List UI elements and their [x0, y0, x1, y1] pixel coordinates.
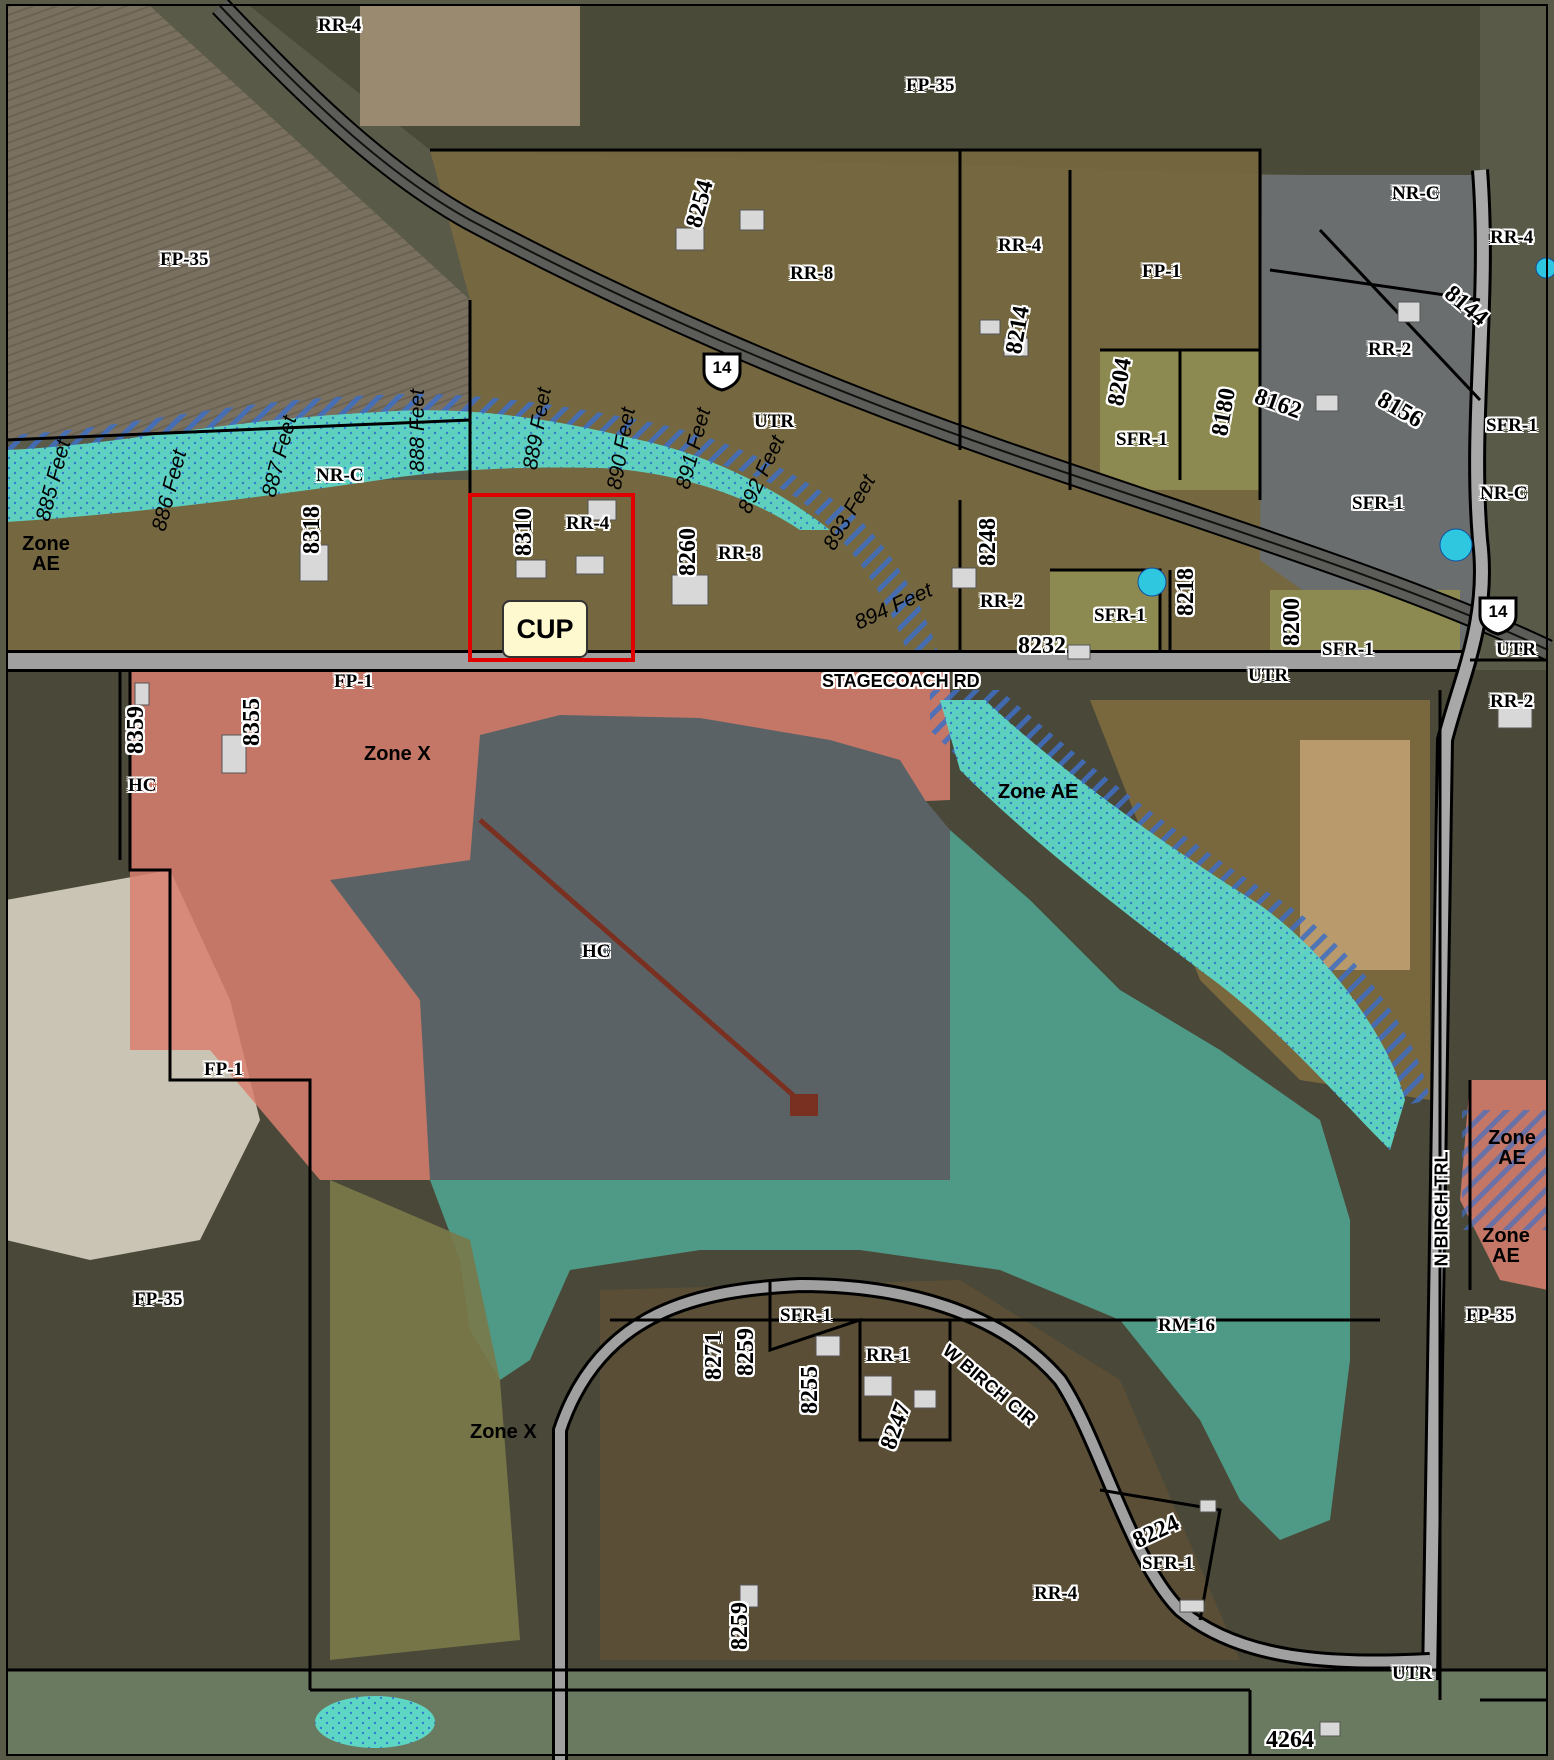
zoning-label: RR-2: [1490, 691, 1534, 712]
woods-south: [600, 1280, 1240, 1660]
dredge: [790, 1094, 818, 1116]
cup-label: CUP: [502, 600, 588, 658]
zoning-label: UTR: [754, 411, 795, 432]
nrc-area-ne: [1260, 175, 1480, 660]
zoning-label: RR-4: [1490, 227, 1534, 248]
field-south: [330, 1180, 520, 1660]
zoning-label: UTR: [1496, 639, 1537, 660]
flood-zone-label: Zone AE: [1482, 1225, 1530, 1267]
floodplain-north: [6, 410, 830, 530]
address-label: 8259: [727, 1602, 753, 1650]
zoning-label: HC: [128, 775, 157, 796]
zoning-label: RR-4: [318, 15, 362, 36]
zoning-label: SFR-1: [1116, 429, 1168, 450]
address-label: 8355: [239, 698, 265, 746]
flood-zone-label: Zone X: [364, 743, 431, 765]
address-label: 8318: [299, 506, 325, 554]
address-label: 8259: [733, 1328, 759, 1376]
flood-zone-label: Zone AE: [1488, 1127, 1536, 1169]
address-label: 8218: [1173, 568, 1199, 616]
zoning-label: UTR: [1248, 665, 1289, 686]
floodplain-south: [315, 1696, 435, 1748]
road-label-stagecoach: STAGECOACH RD: [822, 671, 980, 691]
zoning-label: SFR-1: [1142, 1553, 1194, 1574]
bottom-strip: [6, 1670, 1548, 1756]
zoning-label: NR-C: [1392, 183, 1440, 204]
zoning-label: NR-C: [316, 465, 364, 486]
zoning-label: RR-2: [980, 591, 1024, 612]
zoning-label: RR-8: [718, 543, 762, 564]
rr-tint-north: [6, 150, 1480, 660]
zoning-label: RM-16: [1158, 1315, 1215, 1336]
zoning-label: SFR-1: [780, 1305, 832, 1326]
zoning-label: FP-35: [1466, 1305, 1515, 1326]
zoning-label: SFR-1: [1486, 415, 1538, 436]
zoning-label: RR-8: [790, 263, 834, 284]
highway-14-shield-north: 14: [700, 350, 744, 392]
address-label: 8271: [701, 1332, 727, 1380]
address-label: 8260: [675, 528, 701, 576]
pond-3: [1535, 257, 1554, 279]
pond-2: [1439, 528, 1473, 562]
field-north-strip: [360, 6, 580, 126]
zoning-label: RR-2: [1368, 339, 1412, 360]
zoning-label: SFR-1: [1094, 605, 1146, 626]
shield-icon: [702, 352, 742, 392]
zoning-label: RR-4: [566, 513, 610, 534]
address-label: 8359: [123, 706, 149, 754]
zoning-label: FP-35: [134, 1289, 183, 1310]
conveyor: [478, 818, 812, 1112]
zoning-label: FP-1: [334, 671, 374, 692]
lake-rm16: [430, 830, 1350, 1540]
address-label: 8255: [797, 1366, 823, 1414]
flood-zone-label: Zone AE: [998, 781, 1079, 803]
road-label-birch-trl: N BIRCH TRL: [1431, 1151, 1452, 1267]
cup-parcel-outline: [468, 493, 635, 662]
buildings: [134, 209, 1533, 1737]
zoning-label: RR-4: [1034, 1583, 1078, 1604]
address-label: 4264: [1266, 1727, 1314, 1753]
shield-icon: [1478, 596, 1518, 636]
pond-1: [1137, 567, 1167, 597]
zoning-label: FP-35: [160, 249, 209, 270]
address-label: 8248: [975, 518, 1001, 566]
zoning-label: FP-1: [1142, 261, 1182, 282]
address-label: 8200: [1279, 598, 1305, 646]
flood-zone-label: Zone AE: [22, 533, 70, 575]
parcel-lines: [5, 148, 1548, 1756]
highway-14-shield-east: 14: [1476, 594, 1520, 636]
zoning-label: HC: [582, 941, 611, 962]
zoning-label: NR-C: [1480, 483, 1528, 504]
highway-number: 14: [1488, 602, 1508, 621]
floodplain-east: [940, 700, 1405, 1150]
zoning-label: RR-1: [866, 1345, 910, 1366]
highway-number: 14: [712, 358, 732, 377]
zoning-label: FP-1: [204, 1059, 244, 1080]
ag-field-nw: [6, 6, 470, 440]
zoning-label: RR-4: [998, 235, 1042, 256]
zoning-label: FP-35: [906, 75, 955, 96]
contour-label: 888 Feet: [405, 389, 429, 472]
address-label: 8310: [511, 508, 537, 556]
lake-hc: [330, 715, 950, 1180]
address-label: 8232: [1018, 633, 1066, 659]
zoning-label: SFR-1: [1322, 639, 1374, 660]
flood-zone-label: Zone X: [470, 1421, 537, 1443]
zoning-label: UTR: [1392, 1663, 1433, 1684]
zoning-label: SFR-1: [1352, 493, 1404, 514]
flood-hatch-se: [1462, 1110, 1548, 1230]
